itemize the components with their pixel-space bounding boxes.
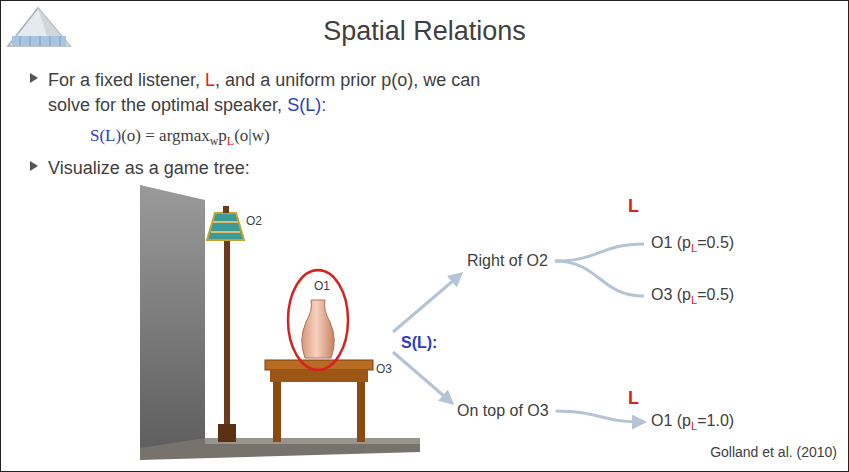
listener-label: L — [628, 196, 639, 217]
scene — [140, 185, 420, 460]
listener-subscript: L — [691, 294, 697, 306]
formula-text: argmax — [159, 126, 210, 145]
bullet-text: For a fixed listener, — [48, 70, 205, 90]
tree-node: O1 (pL=1.0) — [648, 410, 737, 434]
bullet-item: Visualize as a game tree: — [48, 156, 250, 181]
tree-node-text: =1.0) — [697, 412, 734, 429]
tree-branch — [556, 411, 644, 422]
tree-node: On top of O3 — [454, 400, 552, 422]
tree-root-branch — [393, 274, 461, 332]
object-label: O1 — [314, 279, 330, 293]
tree-branch — [555, 244, 644, 261]
slide-title: Spatial Relations — [0, 16, 849, 47]
tree-node-text: =0.5) — [697, 234, 734, 251]
listener-subscript: L — [691, 420, 697, 432]
citation: Golland et al. (2010) — [710, 444, 837, 460]
tree-node-text: O3 (p — [651, 286, 691, 303]
tree-node-text: O1 (p — [651, 234, 691, 251]
formula: S(L)(o) = argmaxwpL(o|w) — [90, 124, 270, 153]
speaker-label: S(L): — [401, 334, 437, 352]
bullet-marker — [30, 73, 38, 83]
tree-node: O3 (pL=0.5) — [648, 284, 737, 308]
tree-root-branch — [393, 352, 452, 403]
tree-node-text: =0.5) — [697, 286, 734, 303]
listener-symbol: L — [205, 70, 215, 90]
bullet-text: Visualize as a game tree: — [48, 158, 250, 178]
listener-label: L — [628, 388, 639, 409]
tree-node-text: On top of O3 — [457, 402, 549, 419]
formula-subscript: w — [210, 134, 219, 148]
tree-node-text: O1 (p — [651, 412, 691, 429]
formula-text: (o) = — [121, 126, 159, 145]
formula-subscript: L — [227, 134, 234, 148]
formula-speaker: S(L) — [90, 126, 121, 145]
formula-text: p — [218, 126, 227, 145]
bullet-item: For a fixed listener, L, and a uniform p… — [48, 68, 518, 118]
highlight-ellipse — [288, 270, 348, 370]
object-label: O2 — [246, 214, 262, 228]
listener-subscript: L — [691, 242, 697, 254]
object-label: O3 — [376, 362, 392, 376]
speaker-symbol: S(L): — [287, 95, 326, 115]
tree-branch — [555, 261, 644, 296]
tree-node-text: Right of O2 — [467, 252, 548, 269]
formula-text: (o|w) — [234, 126, 270, 145]
tree-node: O1 (pL=0.5) — [648, 232, 737, 256]
bullet-marker — [30, 161, 38, 171]
tree-node: Right of O2 — [464, 250, 551, 272]
logo — [8, 8, 70, 46]
